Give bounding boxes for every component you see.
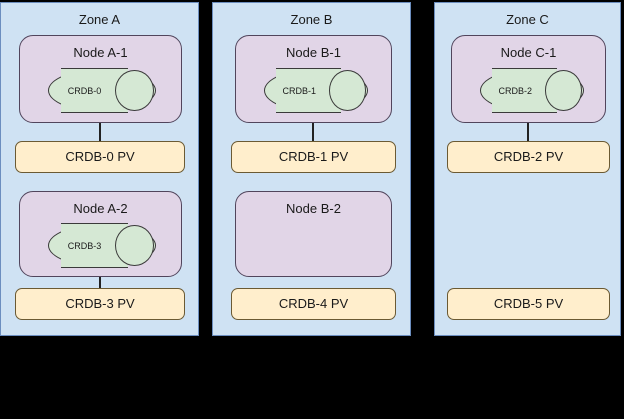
node-c-1-title: Node C-1	[500, 45, 557, 60]
connector-crdb-2	[527, 123, 529, 141]
connector-crdb-1	[312, 123, 314, 141]
node-b-1[interactable]: Node B-1 CRDB-1	[235, 35, 392, 123]
node-b-2-title: Node B-2	[286, 201, 341, 216]
pv-crdb-3[interactable]: CRDB-3 PV	[15, 288, 185, 320]
pv-crdb-3-label: CRDB-3 PV	[65, 296, 135, 311]
pv-crdb-4[interactable]: CRDB-4 PV	[231, 288, 396, 320]
pv-crdb-4-label: CRDB-4 PV	[278, 296, 349, 311]
zone-a-title: Zone A	[78, 12, 121, 27]
node-a-2-title: Node A-2	[73, 201, 128, 216]
node-a-1[interactable]: Node A-1 CRDB-0	[19, 35, 182, 123]
pod-crdb-3[interactable]: CRDB-3	[48, 223, 156, 268]
pv-crdb-1[interactable]: CRDB-1 PV	[231, 141, 396, 173]
pod-crdb-2[interactable]: CRDB-2	[480, 68, 584, 113]
pv-crdb-2-label: CRDB-2 PV	[493, 149, 564, 164]
connector-crdb-3	[99, 277, 101, 289]
pod-crdb-3-label: CRDB-3	[67, 240, 102, 251]
pv-crdb-0-label: CRDB-0 PV	[65, 149, 135, 164]
node-b-2[interactable]: Node B-2	[235, 191, 392, 277]
zone-c-title: Zone C	[506, 12, 549, 27]
pv-crdb-2[interactable]: CRDB-2 PV	[447, 141, 610, 173]
node-c-1[interactable]: Node C-1 CRDB-2	[451, 35, 606, 123]
pod-crdb-1-label: CRDB-1	[282, 85, 317, 96]
pod-crdb-1[interactable]: CRDB-1	[264, 68, 368, 113]
connector-crdb-0	[99, 123, 101, 141]
pv-crdb-0[interactable]: CRDB-0 PV	[15, 141, 185, 173]
pv-crdb-5-label: CRDB-5 PV	[493, 296, 564, 311]
cylinder-cap	[544, 70, 582, 111]
pv-crdb-1-label: CRDB-1 PV	[278, 149, 349, 164]
zone-b[interactable]: Zone B Node B-1 CRDB-1 CRDB-1 PV Node B-…	[212, 2, 411, 336]
pod-crdb-0[interactable]: CRDB-0	[48, 68, 156, 113]
pod-crdb-2-label: CRDB-2	[498, 85, 533, 96]
node-b-1-title: Node B-1	[286, 45, 341, 60]
node-a-1-title: Node A-1	[73, 45, 128, 60]
zone-b-title: Zone B	[290, 12, 333, 27]
zone-c[interactable]: Zone C Node C-1 CRDB-2 CRDB-2 PV CRDB-5 …	[434, 2, 621, 336]
pod-crdb-0-label: CRDB-0	[67, 85, 102, 96]
cylinder-cap	[115, 70, 154, 111]
zone-a[interactable]: Zone A Node A-1 CRDB-0 CRDB-0 PV Node A-…	[0, 2, 199, 336]
pv-crdb-5[interactable]: CRDB-5 PV	[447, 288, 610, 320]
cylinder-cap	[328, 70, 366, 111]
node-a-2[interactable]: Node A-2 CRDB-3	[19, 191, 182, 277]
cylinder-cap	[115, 225, 154, 266]
